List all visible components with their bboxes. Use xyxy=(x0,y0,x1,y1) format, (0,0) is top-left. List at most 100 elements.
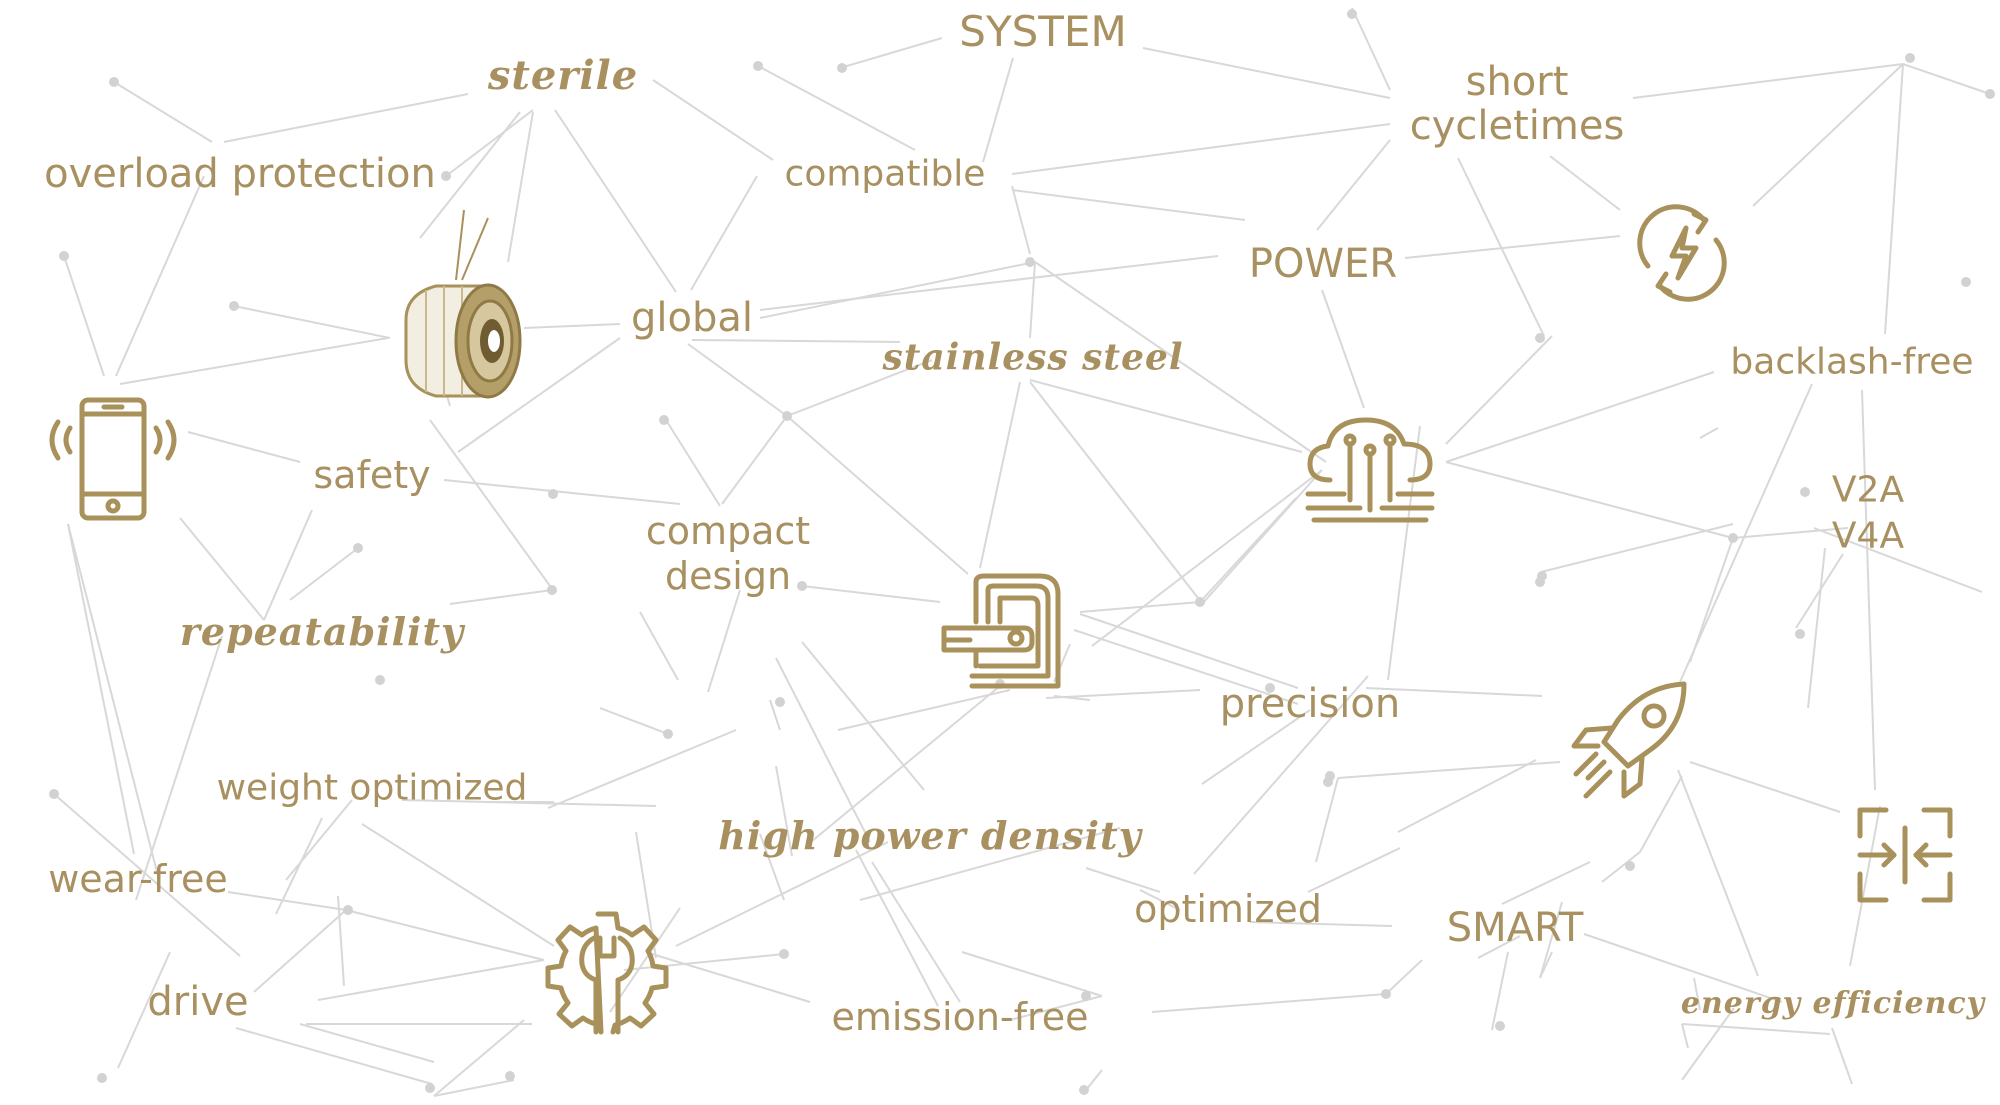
keyword-smart: SMART xyxy=(1446,905,1584,951)
connection-line xyxy=(1193,675,1369,875)
connection-node xyxy=(782,411,792,421)
connection-line xyxy=(1549,155,1621,211)
connection-line xyxy=(687,343,788,417)
connection-line xyxy=(1861,389,1876,791)
connection-line xyxy=(361,823,555,947)
connection-line xyxy=(1315,777,1339,863)
connection-line xyxy=(1387,425,1421,681)
keyword-drive: drive xyxy=(147,979,249,1025)
connection-node xyxy=(753,61,763,71)
connection-line xyxy=(554,109,677,293)
connection-line xyxy=(1307,847,1401,893)
connection-node xyxy=(797,581,807,591)
connection-node xyxy=(1625,861,1635,871)
connection-line xyxy=(179,517,265,621)
connection-node xyxy=(1265,683,1275,693)
connection-line xyxy=(837,689,1011,731)
connection-line xyxy=(1151,993,1387,1013)
connection-line xyxy=(1445,335,1553,445)
connection-line xyxy=(859,827,1121,901)
connection-line xyxy=(337,895,345,987)
connection-line xyxy=(1849,805,1881,967)
connection-node xyxy=(1535,577,1545,587)
connection-line xyxy=(1385,959,1423,995)
keyword-repeatability: repeatability xyxy=(179,609,465,655)
energy-cycle-icon xyxy=(1634,204,1730,302)
connection-line xyxy=(1902,63,1991,95)
connection-line xyxy=(1679,383,1813,683)
connection-line xyxy=(1807,547,1826,709)
keyword-short: short xyxy=(1465,59,1569,105)
connection-line xyxy=(786,415,969,575)
connection-node xyxy=(441,171,451,181)
connection-line xyxy=(449,589,553,605)
connection-line xyxy=(775,657,871,843)
connection-line xyxy=(1201,709,1311,785)
connection-line xyxy=(1689,761,1841,813)
connection-line xyxy=(433,1019,525,1097)
connection-line xyxy=(433,1079,515,1097)
connection-line xyxy=(63,255,105,377)
connection-node xyxy=(659,415,669,425)
connection-line xyxy=(1397,759,1537,833)
connection-line xyxy=(1029,381,1199,599)
gear-wrench-icon xyxy=(544,908,670,1035)
connection-line xyxy=(1457,157,1545,337)
connection-line xyxy=(707,589,741,693)
connection-line xyxy=(1085,1069,1103,1091)
connection-line xyxy=(1639,775,1683,853)
keyword-compatible: compatible xyxy=(784,153,986,195)
connection-line xyxy=(609,907,681,1013)
connection-line xyxy=(1034,261,1327,463)
connection-line xyxy=(1085,867,1161,893)
connection-line xyxy=(1699,427,1719,439)
connection-node xyxy=(505,1071,515,1081)
connection-line xyxy=(1139,889,1181,911)
connection-node xyxy=(1800,487,1810,497)
connection-line xyxy=(599,707,669,735)
connection-line xyxy=(1011,189,1246,221)
connection-line xyxy=(227,891,347,911)
connection-line xyxy=(1073,629,1299,705)
connection-line xyxy=(1011,185,1031,255)
connection-node xyxy=(59,251,69,261)
connection-node xyxy=(779,949,789,959)
connection-line xyxy=(982,57,1014,163)
keyword-system: SYSTEM xyxy=(959,6,1127,56)
connection-line xyxy=(1693,977,1701,1011)
connection-line xyxy=(1831,1027,1853,1085)
connection-line xyxy=(1681,1023,1831,1035)
connection-node xyxy=(1985,89,1995,99)
connection-line xyxy=(1351,7,1391,91)
connection-line xyxy=(67,523,135,855)
keyword-compact: compact xyxy=(645,509,811,554)
connection-node xyxy=(1961,277,1971,287)
keyword-precision: precision xyxy=(1219,681,1401,727)
keyword-sterile: sterile xyxy=(487,52,639,99)
connection-node xyxy=(343,905,353,915)
keyword-safety: safety xyxy=(313,453,431,498)
keyword-design: design xyxy=(664,554,792,599)
connection-node xyxy=(1079,1085,1089,1095)
connection-line xyxy=(113,81,213,143)
connection-line xyxy=(53,793,241,957)
connection-line xyxy=(135,635,223,901)
connection-node xyxy=(1495,1021,1505,1031)
keyword-v4a: V4A xyxy=(1831,515,1905,557)
connection-line xyxy=(233,305,391,339)
connection-line xyxy=(759,833,785,901)
connection-line xyxy=(1491,951,1509,1031)
connection-line xyxy=(1045,689,1201,699)
connection-node xyxy=(837,63,847,73)
connection-line xyxy=(1404,235,1621,259)
connection-node xyxy=(353,543,363,553)
connection-line xyxy=(691,339,901,343)
connection-line xyxy=(1079,613,1299,689)
rocket-icon xyxy=(1568,680,1692,804)
connection-line xyxy=(1199,497,1297,603)
connection-line xyxy=(1029,379,1303,453)
connection-node xyxy=(375,675,385,685)
connection-line xyxy=(786,359,933,417)
connection-line xyxy=(690,175,758,291)
connection-line xyxy=(345,909,545,961)
